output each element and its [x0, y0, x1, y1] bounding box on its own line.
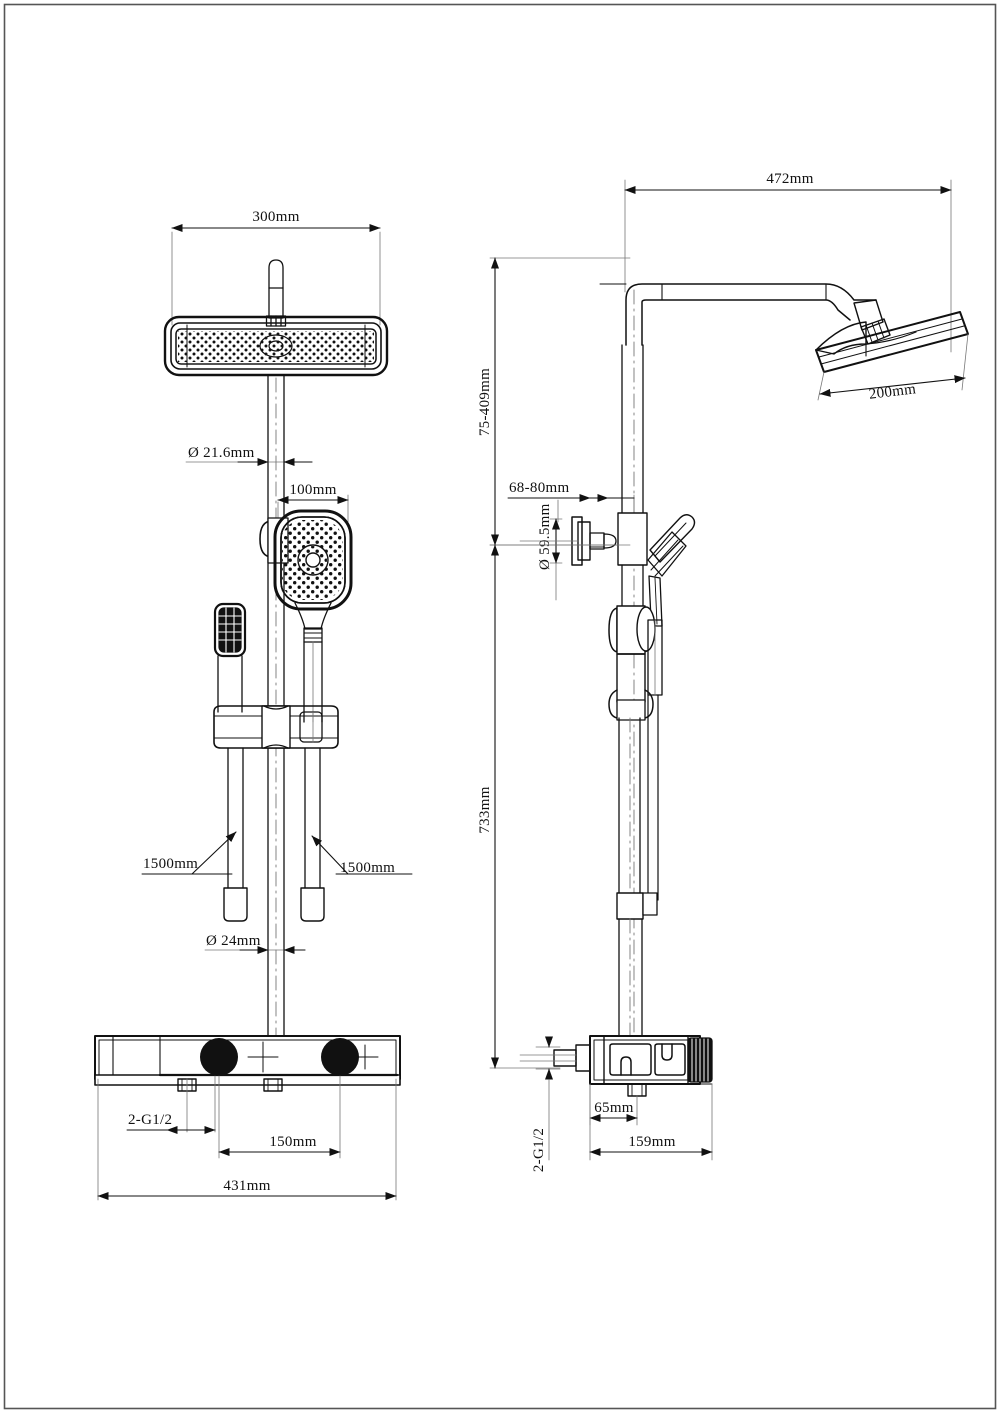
dim-label-100mm: 100mm — [289, 482, 336, 498]
dim-holder-projection: 68-80mm — [507, 480, 635, 523]
hand-shower-front — [259, 509, 353, 723]
dim-label-1500mm-right: 1500mm — [340, 860, 395, 876]
hand-shower-holder-side — [519, 516, 617, 566]
dim-riser-height: 733mm — [477, 544, 631, 1069]
dim-valve-depth-total: 159mm — [589, 1083, 713, 1161]
dim-arm-projection: 472mm — [624, 171, 952, 353]
hand-shower-spare-front — [213, 602, 247, 713]
side-view: 472mm — [477, 171, 969, 1172]
riser-lower-side — [616, 694, 659, 1037]
mixer-control-knob-left-front — [200, 1038, 238, 1076]
thermostatic-mixer-side — [519, 1035, 713, 1097]
dim-label-150mm: 150mm — [269, 1134, 316, 1150]
dim-label-21-6mm: Ø 21.6mm — [188, 445, 255, 461]
dim-label-431mm: 431mm — [223, 1178, 270, 1194]
dim-label-300mm: 300mm — [252, 209, 299, 225]
thermostatic-mixer-front — [94, 1035, 401, 1092]
dim-overhead-head-width: 300mm — [171, 209, 381, 326]
front-view: 300mm — [94, 209, 413, 1201]
dim-label-2-g12-side: 2-G1/2 — [531, 1128, 547, 1172]
dim-inlet-thread-side: 2-G1/2 — [531, 1036, 561, 1172]
dim-label-200mm: 200mm — [868, 381, 917, 403]
dim-label-1500mm-left: 1500mm — [143, 856, 198, 872]
dim-riser-diameter: Ø 21.6mm — [185, 445, 313, 466]
dim-mixer-bar-width: 431mm — [97, 1078, 397, 1201]
dim-label-68-80mm: 68-80mm — [509, 480, 569, 496]
dim-overhead-head-depth: 200mm — [817, 333, 969, 403]
mixer-control-knob-right-front — [321, 1038, 359, 1076]
dim-inlet-thread-front: 2-G1/2 — [126, 1075, 216, 1134]
riser-rail-side — [617, 344, 648, 626]
dim-label-59-5mm: Ø 59.5mm — [537, 503, 553, 570]
shower-arm-side — [599, 283, 891, 1036]
dim-inlet-centers: 150mm — [218, 1075, 341, 1159]
slide-bracket-front — [213, 705, 339, 749]
dim-label-733mm: 733mm — [477, 786, 493, 833]
dim-label-65mm: 65mm — [594, 1100, 634, 1116]
dim-hose-length-left: 1500mm — [141, 831, 237, 875]
shower-hose-front — [223, 747, 325, 922]
dim-label-159mm: 159mm — [628, 1134, 675, 1150]
dim-hose-length-right: 1500mm — [311, 835, 413, 876]
dim-label-2-g12-front: 2-G1/2 — [128, 1112, 172, 1128]
slide-bracket-side — [608, 605, 663, 721]
dim-lower-pipe-diameter: Ø 24mm — [204, 933, 306, 954]
riser-rail-front — [267, 374, 285, 1036]
dim-label-24mm: Ø 24mm — [206, 933, 261, 949]
dim-label-75-409mm: 75-409mm — [477, 368, 493, 436]
overhead-shower-head-front — [163, 315, 389, 377]
sheet-border — [3, 3, 997, 1410]
dim-label-472mm: 472mm — [766, 171, 813, 187]
